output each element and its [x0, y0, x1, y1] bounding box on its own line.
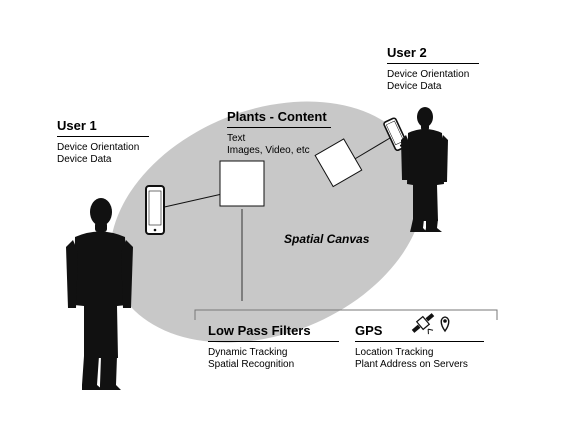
- user2-title: User 2: [387, 45, 479, 64]
- plants-block: Plants - Content Text Images, Video, etc: [227, 109, 331, 157]
- plant-content-card: [219, 160, 265, 207]
- gps-line-1: Location Tracking: [355, 347, 434, 358]
- user1-phone-icon: [145, 185, 165, 235]
- processing-bracket: [194, 309, 498, 320]
- satellite-icon: [411, 313, 435, 335]
- low-pass-line-1: Dynamic Tracking: [208, 347, 288, 358]
- gps-line-2: Plant Address on Servers: [355, 359, 468, 370]
- low-pass-block: Low Pass Filters Dynamic Tracking Spatia…: [208, 323, 339, 371]
- user1-title: User 1: [57, 118, 149, 137]
- user1-block: User 1 Device Orientation Device Data: [57, 118, 149, 166]
- gps-block: GPS Location Tracking Plant Address on S…: [355, 323, 484, 371]
- plants-title: Plants - Content: [227, 109, 331, 128]
- location-pin-icon: [440, 316, 450, 333]
- spatial-canvas-label: Spatial Canvas: [284, 232, 370, 246]
- user2-silhouette: [401, 107, 448, 232]
- user2-block: User 2 Device Orientation Device Data: [387, 45, 479, 93]
- plants-line-1: Text: [227, 133, 246, 144]
- user2-line-1: Device Orientation: [387, 69, 470, 80]
- user1-line-1: Device Orientation: [57, 142, 140, 153]
- low-pass-title: Low Pass Filters: [208, 323, 339, 342]
- user1-silhouette: [66, 198, 133, 390]
- plants-line-2: Images, Video, etc: [227, 145, 310, 156]
- user2-line-2: Device Data: [387, 81, 442, 92]
- user1-line-2: Device Data: [57, 154, 112, 165]
- low-pass-line-2: Spatial Recognition: [208, 359, 295, 370]
- user2-content-card: [314, 138, 363, 188]
- gps-title: GPS: [355, 323, 484, 342]
- user1-device-connector: [159, 193, 223, 209]
